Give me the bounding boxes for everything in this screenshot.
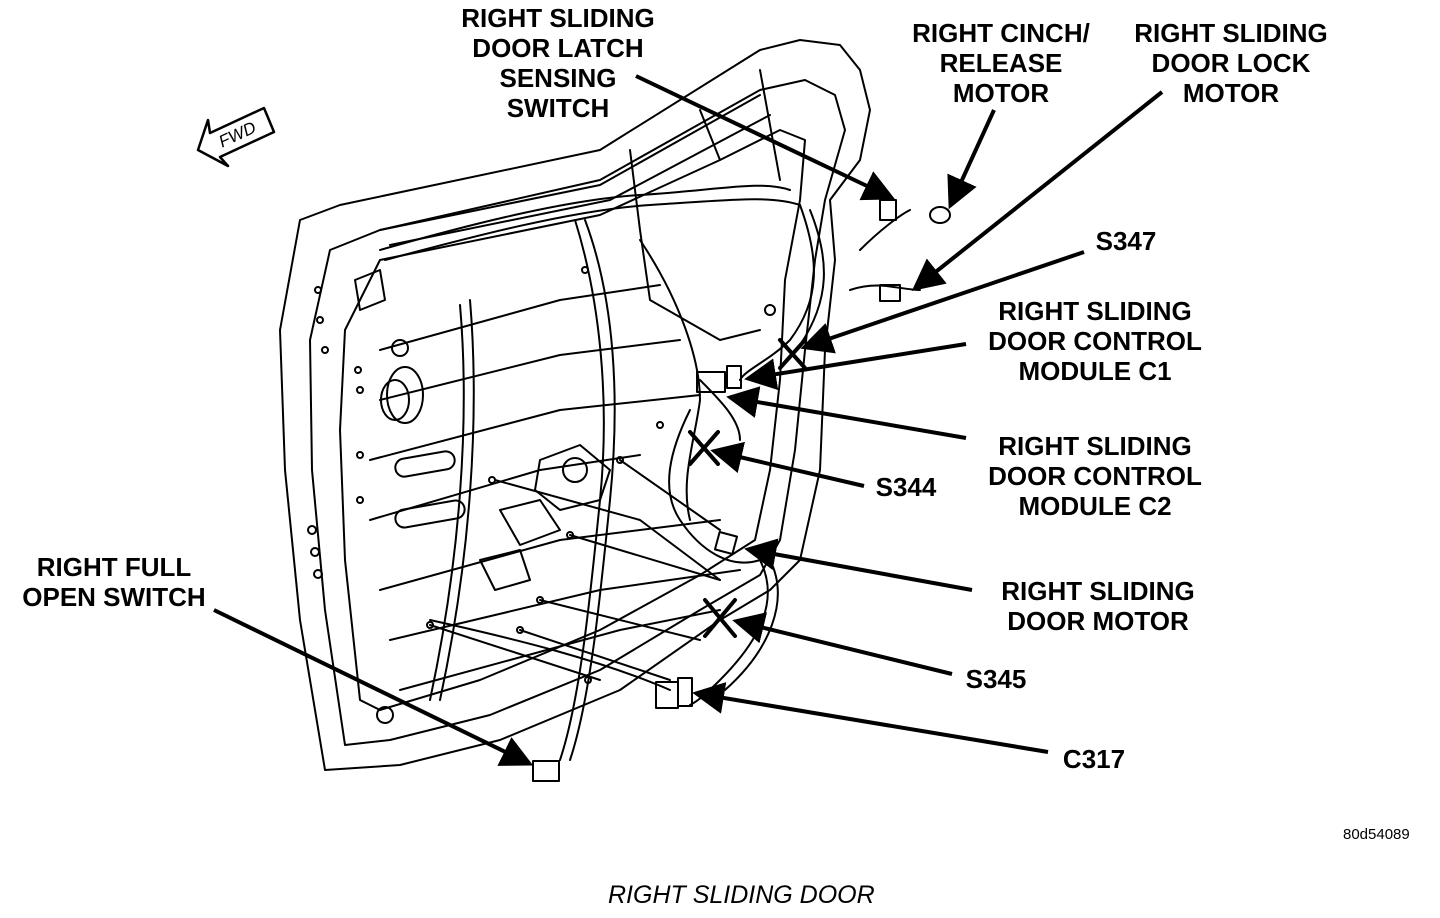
s344-splice-mark (688, 430, 720, 466)
s347-splice-mark (778, 338, 807, 370)
s345-label: S345 (965, 664, 1027, 694)
s344-label: S344 (875, 472, 937, 502)
fwd-arrow-icon: FWD (196, 106, 276, 168)
s345-splice-mark (703, 598, 737, 638)
forward-direction-indicator: FWD (194, 100, 284, 170)
figure-caption: RIGHT SLIDING DOOR (608, 881, 875, 909)
figure-reference-id: 80d54089 (1343, 826, 1410, 843)
door-outer-frame (279, 39, 871, 771)
s347-label: S347 (1095, 226, 1157, 256)
c317-label: C317 (1062, 744, 1126, 774)
